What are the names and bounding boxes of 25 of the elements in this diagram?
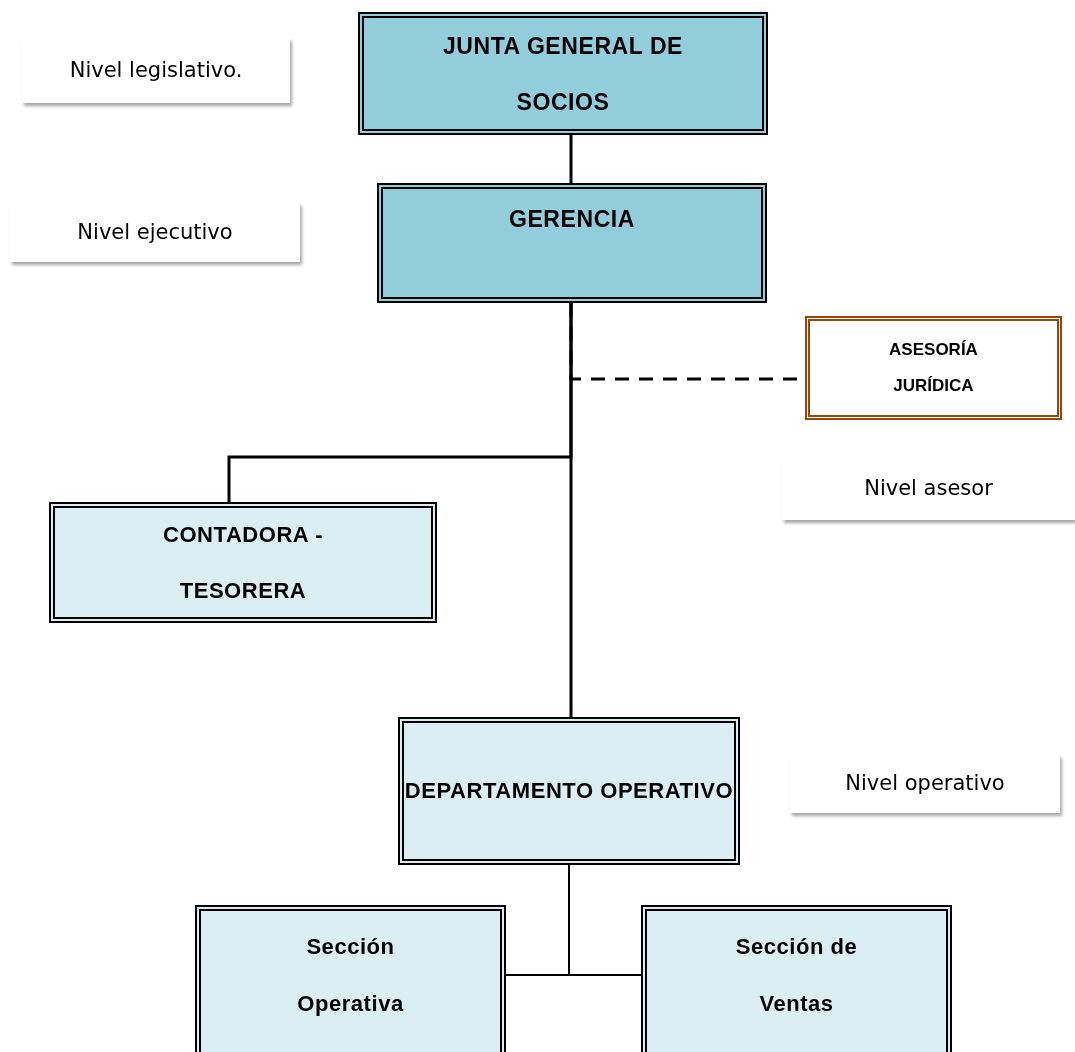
org-box	[358, 12, 768, 135]
box-label: Nivel ejecutivo	[77, 218, 233, 246]
box-label: DEPARTAMENTO OPERATIVO	[404, 777, 734, 805]
org-box	[49, 502, 437, 623]
box-label: Nivel operativo	[845, 770, 1005, 798]
box-label: CONTADORA - TESORERA	[162, 520, 324, 605]
box-label: JUNTA GENERAL DE SOCIOS	[441, 31, 685, 117]
advisory-box	[805, 316, 1062, 420]
level-box	[22, 38, 290, 103]
level-box	[782, 458, 1075, 520]
level-box	[10, 203, 300, 262]
box-label: Sección Operativa	[296, 933, 405, 1018]
connector-line	[569, 135, 573, 183]
box-label: Sección de Ventas	[734, 933, 859, 1018]
org-box	[398, 717, 740, 865]
box-label: Nivel legislativo.	[69, 56, 243, 84]
box-label: Nivel asesor	[864, 475, 993, 503]
level-box	[790, 755, 1060, 813]
box-label: ASESORÍA JURÍDICA	[888, 339, 979, 397]
box-label: GERENCIA	[509, 205, 635, 234]
connector-line	[227, 303, 573, 502]
org-box	[195, 905, 506, 1052]
org-box	[641, 905, 952, 1052]
org-box	[377, 183, 767, 303]
connector-line	[568, 864, 642, 976]
